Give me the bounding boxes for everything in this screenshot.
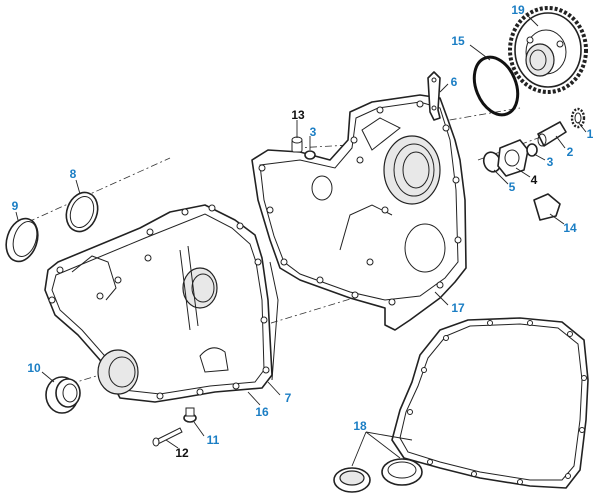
callout-15: 15 (451, 34, 465, 48)
part-13-plug (291, 136, 303, 153)
callout-11: 11 (207, 433, 220, 447)
part-6-gasket (427, 71, 441, 121)
callout-12: 12 (175, 446, 189, 460)
callout-8: 8 (70, 167, 77, 181)
callout-5: 5 (509, 180, 516, 194)
callout-13: 13 (291, 108, 305, 122)
callout-10: 10 (27, 361, 41, 375)
rear-gasket-bolt-holes (407, 320, 587, 485)
callout-4: 4 (531, 173, 538, 187)
callout-9: 9 (12, 199, 19, 213)
callout-3-right: 3 (547, 155, 554, 169)
cover-16-bolts (48, 204, 270, 400)
callout-16: 16 (255, 405, 269, 419)
callout-1: 1 (587, 127, 594, 141)
callout-3-left: 3 (310, 125, 317, 139)
part-1-small-gear (570, 107, 586, 129)
part-14-cap (533, 193, 561, 221)
callout-17: 17 (451, 301, 465, 315)
part-3-o-ring-right (526, 143, 538, 157)
callout-7: 7 (285, 391, 292, 405)
part-8-seal-ring (65, 191, 99, 233)
callout-2: 2 (567, 145, 574, 159)
part-17-gear-housing (251, 94, 467, 331)
callout-labels: 1 2 3 3 4 5 6 7 8 9 10 11 12 13 14 15 16… (12, 3, 594, 460)
part-9-cover-disc (5, 217, 39, 263)
part-18-seal-right (381, 458, 423, 486)
housing-17-bolts (258, 100, 462, 306)
part-2-shaft (537, 121, 567, 147)
callout-14: 14 (563, 221, 577, 235)
callout-19: 19 (511, 3, 525, 17)
part-4-flange (497, 139, 529, 177)
part-12-bolt (152, 427, 183, 447)
leader-lines (15, 15, 587, 467)
part-16-front-cover (44, 204, 273, 403)
part-10-front-seal (45, 376, 81, 414)
part-11-washer (183, 407, 197, 423)
part-19-gear (508, 6, 588, 94)
callout-6: 6 (451, 75, 458, 89)
part-7-cover-gasket (269, 261, 279, 381)
part-18-rear-gasket (391, 317, 589, 489)
callout-18: 18 (353, 419, 367, 433)
part-18-seal-left (333, 467, 371, 493)
part-15-large-o-ring (472, 55, 520, 117)
part-3-o-ring-left (304, 150, 316, 160)
